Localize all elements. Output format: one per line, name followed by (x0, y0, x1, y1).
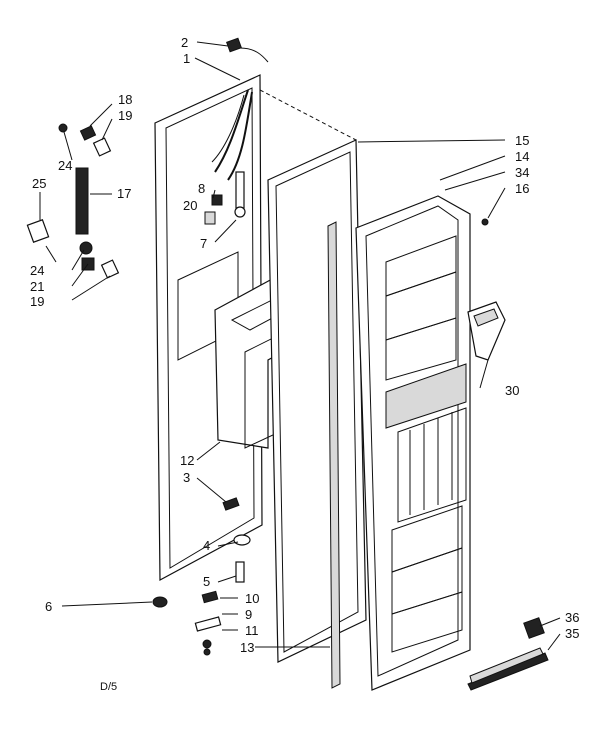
callout-2: 2 (181, 35, 188, 50)
callout-1: 1 (183, 51, 190, 66)
breaker-strip (327, 221, 341, 689)
callout-24-upper: 24 (58, 158, 72, 173)
callout-34: 34 (515, 165, 529, 180)
callout-11: 11 (245, 623, 259, 638)
callout-30: 30 (505, 383, 519, 398)
callout-25: 25 (32, 176, 46, 191)
callout-8: 8 (198, 181, 205, 196)
callout-10: 10 (245, 591, 259, 606)
outer-door-panel (154, 74, 263, 581)
callout-35: 35 (565, 626, 579, 641)
callout-4: 4 (203, 538, 210, 553)
callout-15: 15 (515, 133, 529, 148)
diagram-code: D/5 (100, 681, 117, 693)
callout-6: 6 (45, 599, 52, 614)
leader-lines (39, 41, 561, 651)
small-parts (26, 37, 549, 691)
callout-18: 18 (118, 92, 132, 107)
callout-labels: 2 1 18 19 24 25 17 8 20 7 24 21 19 15 14… (30, 35, 579, 693)
callout-12: 12 (180, 453, 194, 468)
door-gasket (267, 139, 367, 663)
callout-5: 5 (203, 574, 210, 589)
callout-7: 7 (200, 236, 207, 251)
callout-14: 14 (515, 149, 529, 164)
door-liner (355, 195, 471, 691)
callout-17: 17 (117, 186, 131, 201)
callout-3: 3 (183, 470, 190, 485)
callout-20: 20 (183, 198, 197, 213)
callout-16: 16 (515, 181, 529, 196)
callout-21: 21 (30, 279, 44, 294)
callout-13: 13 (240, 640, 254, 655)
callout-19-lower: 19 (30, 294, 44, 309)
callout-9: 9 (245, 607, 252, 622)
callout-19-upper: 19 (118, 108, 132, 123)
callout-36: 36 (565, 610, 579, 625)
callout-24-lower: 24 (30, 263, 44, 278)
